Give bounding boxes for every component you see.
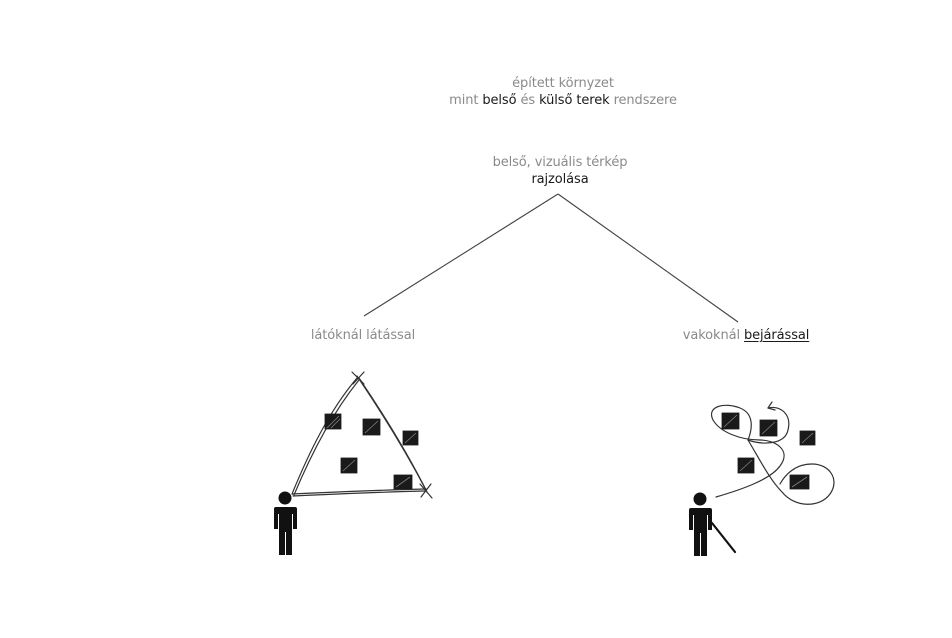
building-square [799,430,816,446]
sight-triangle-sketch [291,371,433,499]
building-square [759,419,778,437]
heading-suffix: rendszere [609,93,677,108]
branch-right-prefix: vakoknál [682,328,744,343]
heading-line-2: mint belső és külső terek rendszere [400,92,726,109]
person-with-cane-icon [689,492,737,556]
building-square [393,474,413,490]
building-squares-right [721,412,816,490]
diagram-heading: épített környzet mint belső és külső ter… [400,75,726,109]
heading-line-1: épített környzet [512,76,614,91]
walking-path-sketch [710,401,835,505]
building-square [721,412,740,430]
branch-left-method: látással [366,328,416,343]
tree-root-label: belső, vizuális térkép rajzolása [420,154,700,188]
branch-right-method: bejárással [744,328,810,343]
branch-left-prefix: látóknál [310,328,367,343]
root-line-1: belső, vizuális térkép [492,155,628,170]
building-square [362,418,381,436]
building-square [324,413,342,430]
heading-outer-term: külső terek [539,93,610,108]
branch-line-left [363,193,559,317]
building-square [340,457,358,474]
person-icon [274,491,297,555]
root-line-2: rajzolása [531,172,589,187]
heading-and: és [516,93,540,108]
heading-prefix: mint [449,93,483,108]
building-square [737,457,755,474]
heading-inner-term: belső [482,93,517,108]
building-squares-left [324,413,419,490]
branch-line-right [557,193,739,323]
building-square [402,430,419,446]
branch-label-right: vakoknál bejárással [666,327,826,344]
branch-label-left: látóknál látással [288,327,438,344]
building-square [789,474,810,490]
